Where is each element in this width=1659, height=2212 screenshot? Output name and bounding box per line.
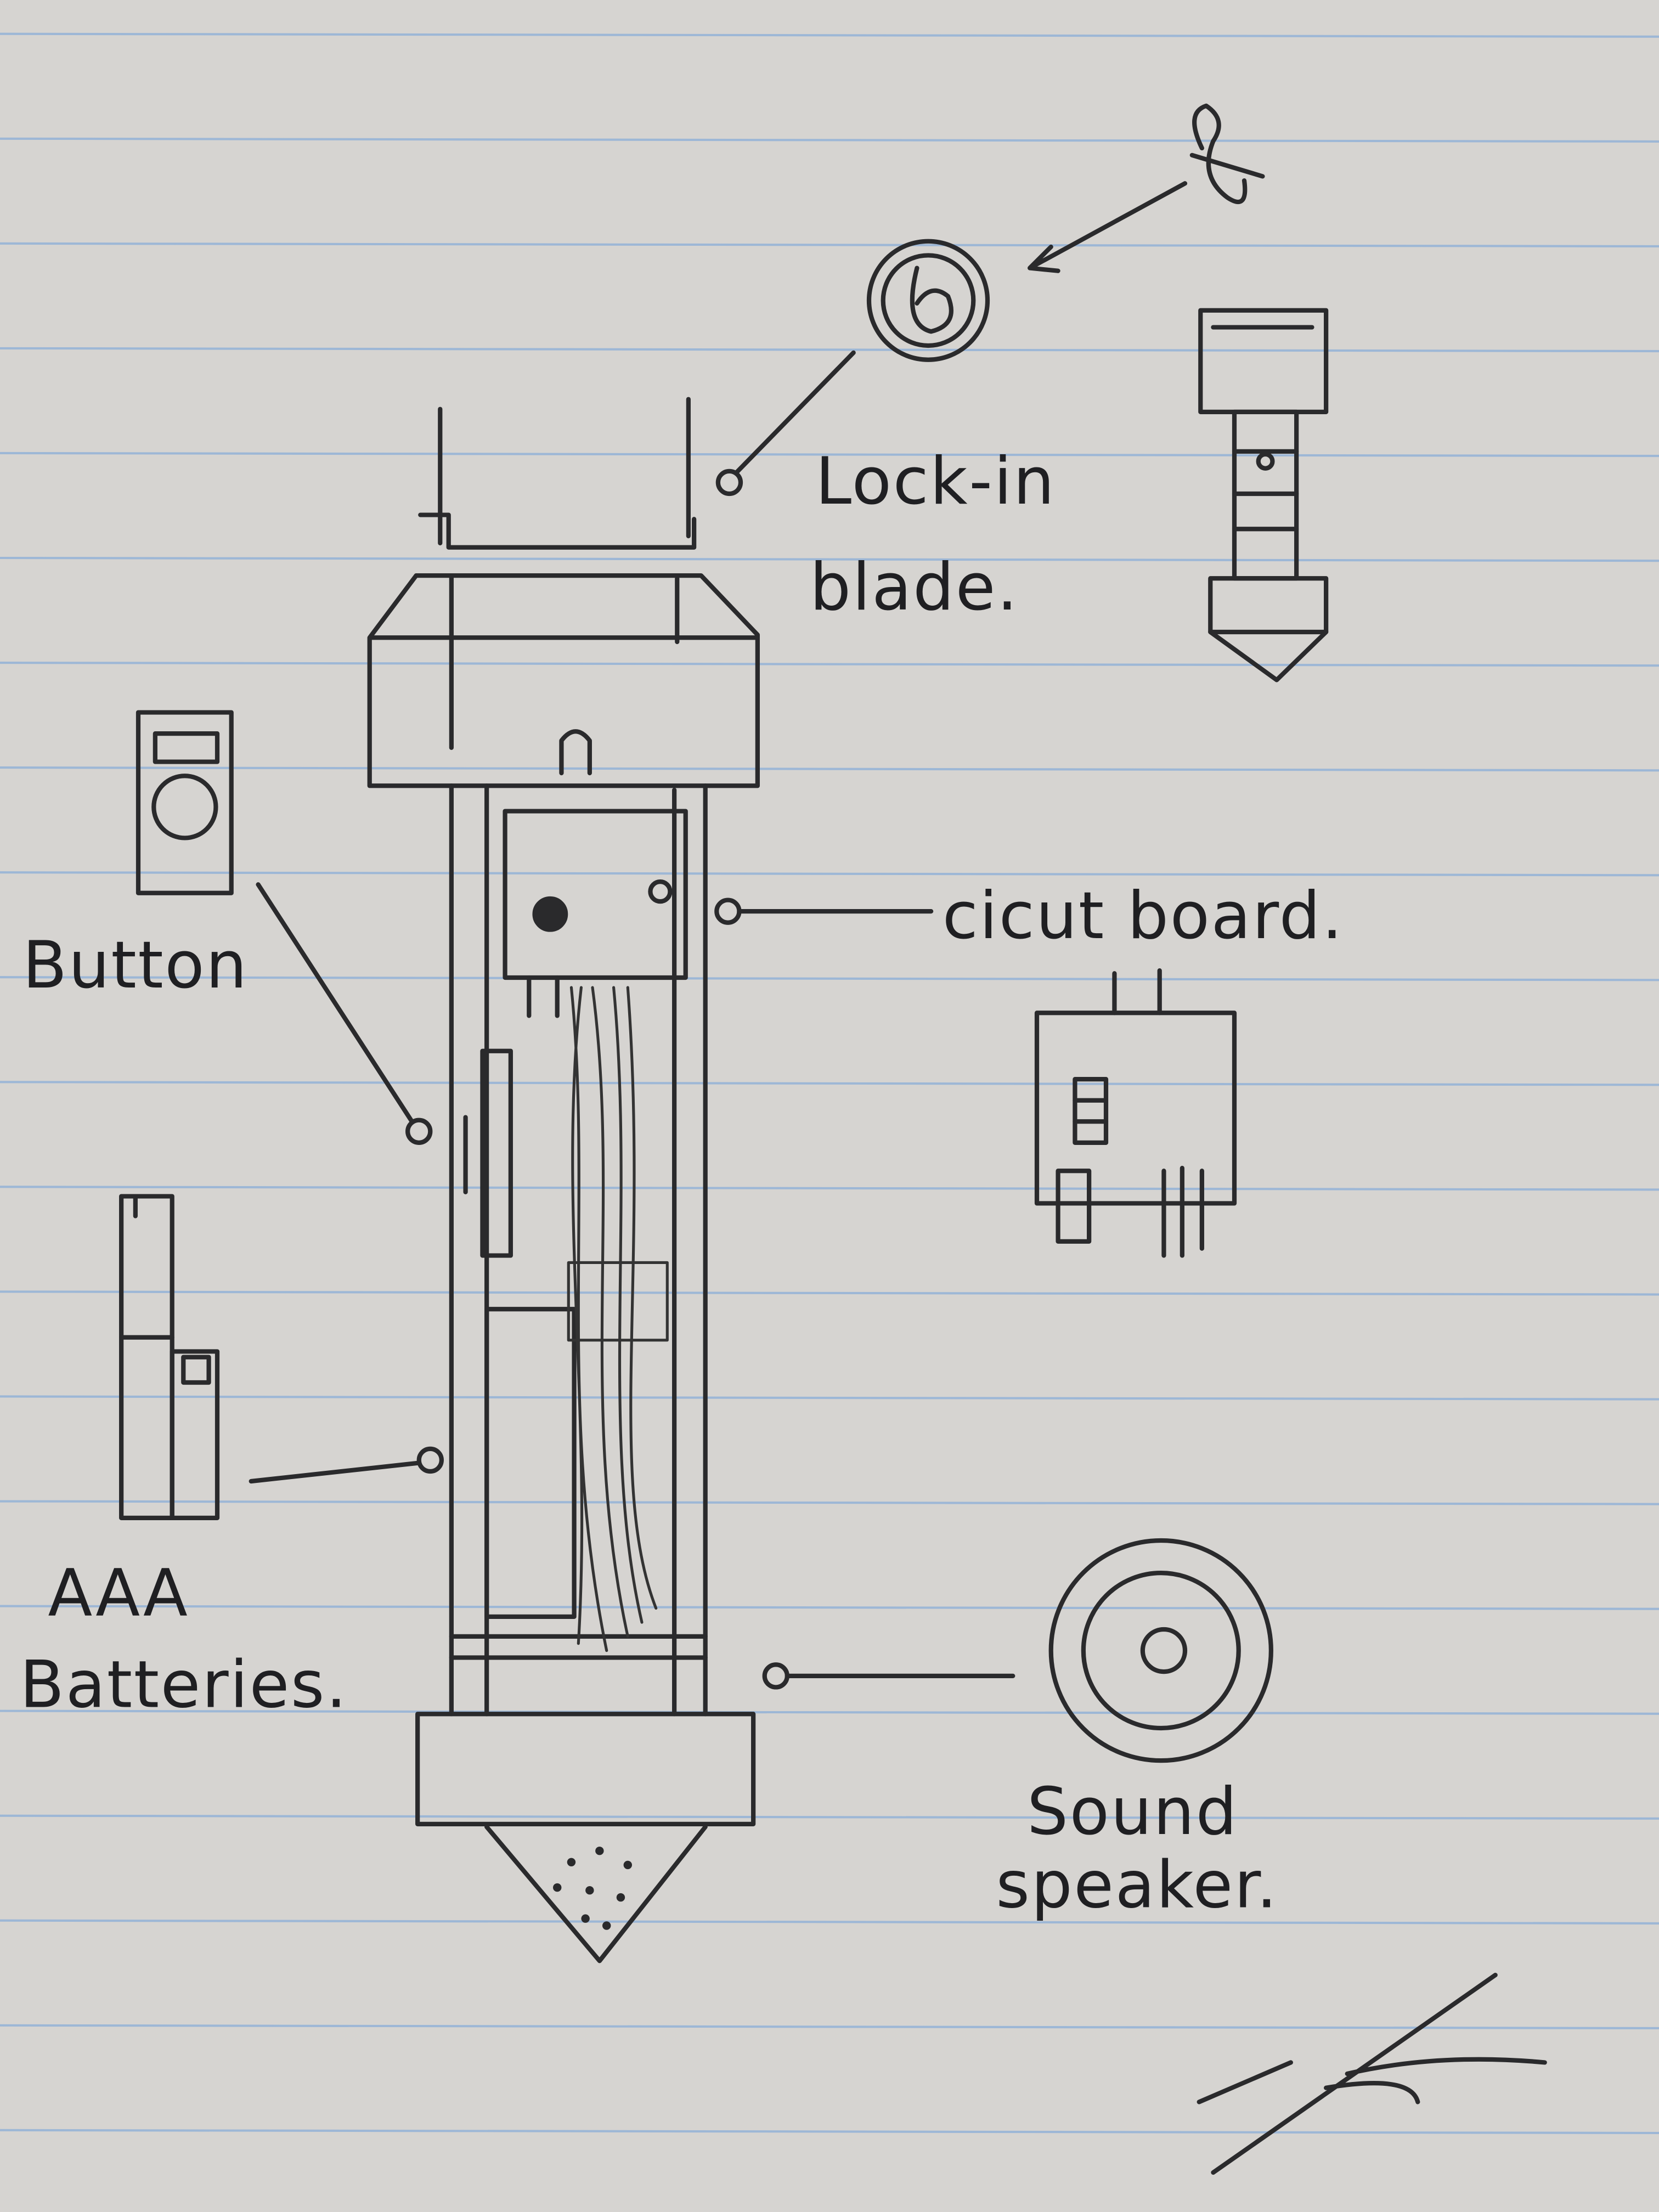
ruled-line [0,1500,1659,1505]
tube-walls [449,783,708,1717]
label-lock-in-blade-1: Lock-in [815,443,1056,519]
ruled-line [0,32,1659,38]
ruled-line [0,1290,1659,1296]
ruled-line [0,1081,1659,1086]
circuit-board-component-icon [1034,968,1237,1258]
connector-pin [559,729,592,776]
ruled-line [0,1919,1659,1925]
label-batteries-2: Batteries. [20,1646,348,1722]
ruled-line [0,871,1659,877]
ruled-line [0,661,1659,667]
ruled-line [0,556,1659,562]
bottom-cap [415,1712,756,1826]
label-button: Button [22,927,249,1003]
ruled-line [0,2024,1659,2029]
label-lock-in-blade-2: blade. [810,549,1019,625]
ruled-line [0,2129,1659,2135]
button-component-icon [136,710,234,895]
label-batteries-1: AAA [48,1555,189,1630]
signature [1197,1972,1547,2175]
ruled-line [0,1814,1659,1820]
screw-component-icon [1198,308,1329,682]
battery-in-device [484,1307,577,1619]
circuit-board-in-device [503,809,688,980]
ruled-line [0,1709,1659,1715]
lock-in-blade-prongs [418,397,697,550]
button-in-device [463,1048,513,1258]
ruled-line [0,347,1659,353]
speaker-tip [484,1824,708,1963]
ruled-line [0,766,1659,772]
ruled-lines [0,32,1659,2135]
leader-lines [249,181,1188,1690]
ruled-line [0,1395,1659,1401]
lock-in-blade-icon [866,103,1265,362]
ruled-line [0,976,1659,981]
ruled-line [0,452,1659,458]
device-body [367,397,760,1963]
ruled-line [0,242,1659,248]
ruled-line [0,1186,1659,1191]
label-speaker-2: speaker. [996,1847,1278,1923]
top-cap [367,573,760,788]
ruled-line [0,137,1659,143]
label-circuit-board: cicut board. [943,878,1344,953]
speaker-component-icon [1048,1538,1273,1763]
label-speaker-1: Sound [1027,1774,1238,1849]
ruled-line [0,1605,1659,1610]
battery-component-icon [119,1194,220,1520]
